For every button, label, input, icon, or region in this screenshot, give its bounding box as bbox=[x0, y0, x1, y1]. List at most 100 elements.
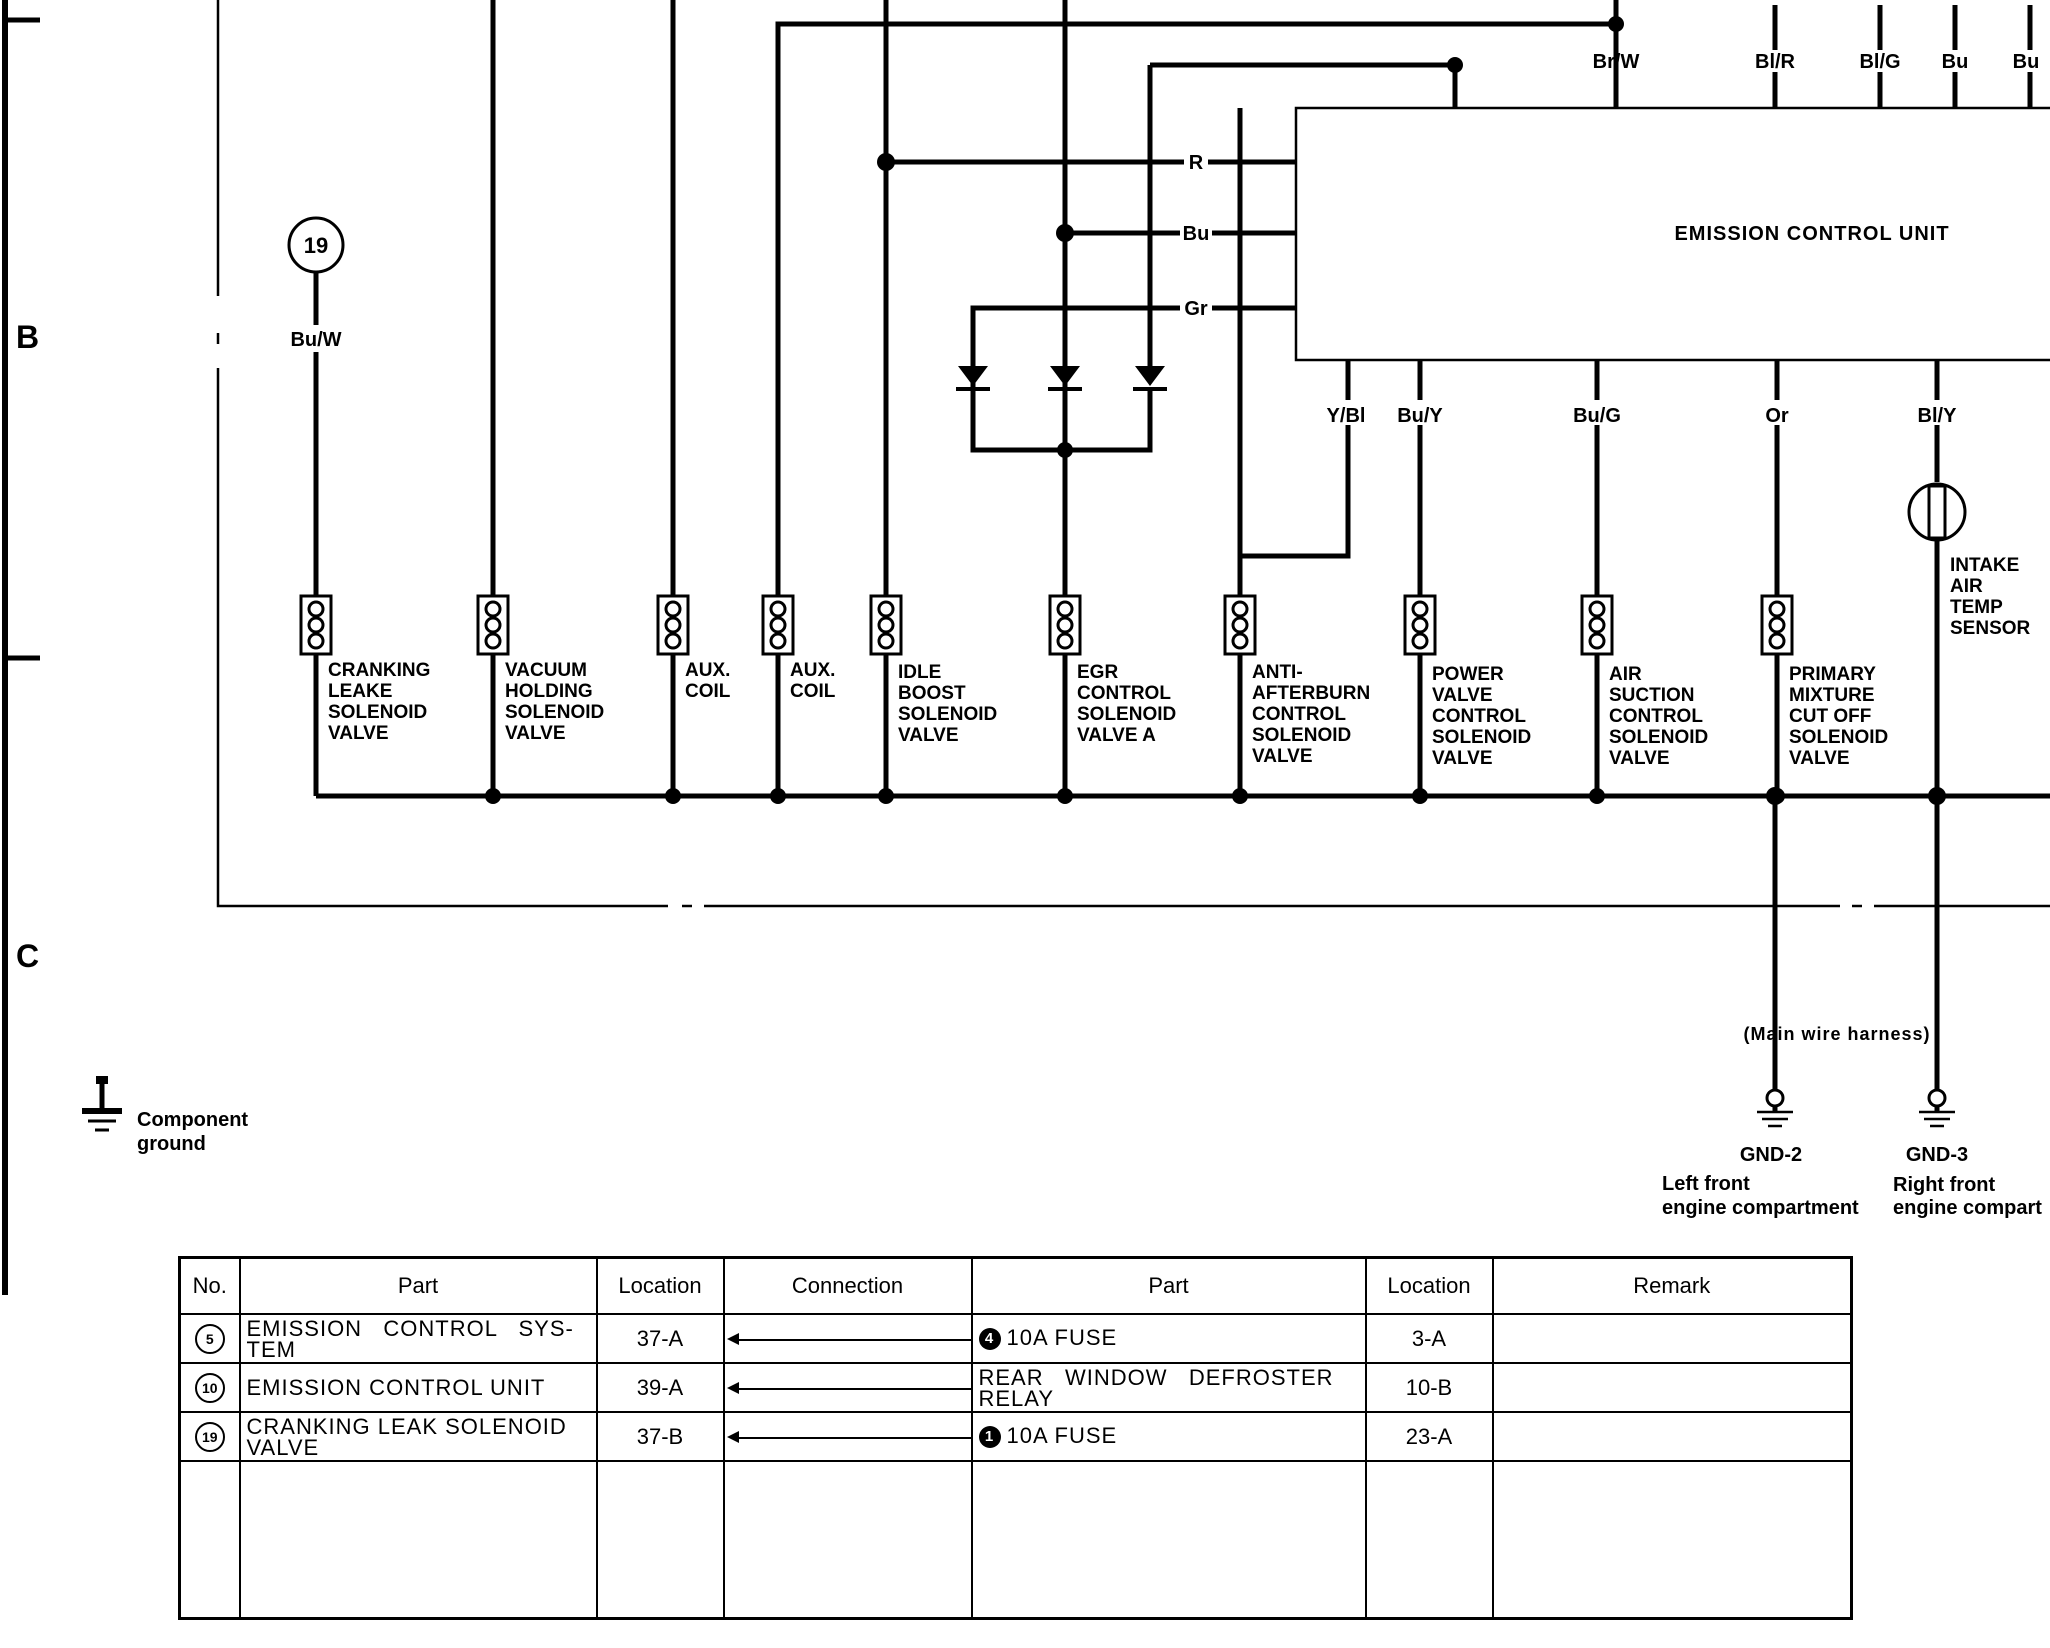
ecu-left-wire-label-r: R bbox=[1189, 152, 1204, 174]
harness-note: (Main wire harness) bbox=[1743, 1024, 1930, 1044]
component-label-line: SOLENOID bbox=[898, 704, 997, 725]
component-label-line: EGR bbox=[1077, 662, 1118, 683]
component-label-line: LEAKE bbox=[328, 681, 392, 702]
component-ground-legend: Component ground bbox=[82, 1076, 248, 1155]
row-number-badge: 5 bbox=[194, 1323, 225, 1354]
row-number-badge: 10 bbox=[194, 1372, 225, 1403]
power-wires: R Bu Gr bbox=[775, 16, 1624, 606]
header-location: Location bbox=[595, 1256, 725, 1315]
row-number-badge: 19 bbox=[194, 1421, 225, 1452]
remark-cell bbox=[1491, 1362, 1853, 1413]
ecu-bottom-wire-label-4: Bl/Y bbox=[1918, 405, 1958, 427]
zone-ruler: B C bbox=[2, 0, 40, 1295]
part-name-line-1: EMISSION CONTROL UNIT bbox=[246, 1375, 546, 1400]
part-name-line-2: TEM bbox=[246, 1336, 296, 1362]
solenoid-coil-3: AUX.COIL bbox=[761, 590, 836, 804]
intake-air-temp-sensor: INTAKE AIR TEMP SENSOR bbox=[1907, 482, 2031, 639]
component-label-line: CONTROL bbox=[1432, 706, 1526, 727]
sensor-label-line-4: SENSOR bbox=[1950, 618, 2031, 639]
component-label-line: VALVE bbox=[1432, 685, 1493, 706]
component-label-line: AUX. bbox=[790, 660, 835, 681]
component-label-line: CRANKING bbox=[328, 660, 430, 681]
sensor-label-line-3: TEMP bbox=[1950, 597, 2003, 618]
components-layer: CRANKINGLEAKESOLENOIDVALVEVACUUMHOLDINGS… bbox=[299, 590, 1888, 804]
connected-part-name: 10A FUSE bbox=[1006, 1422, 1118, 1448]
component-label-line: MIXTURE bbox=[1789, 685, 1875, 706]
diode-block bbox=[956, 65, 1167, 458]
component-label-line: CONTROL bbox=[1609, 706, 1703, 727]
component-label-line: COIL bbox=[790, 681, 836, 702]
connection-arrow bbox=[722, 1362, 973, 1413]
location-cell-2: 3-A bbox=[1364, 1313, 1494, 1364]
ecu-label: EMISSION CONTROL UNIT bbox=[1674, 223, 1949, 245]
coil-icon bbox=[1223, 594, 1257, 656]
component-label-line: SOLENOID bbox=[328, 702, 427, 723]
ecu-bottom-wire-label-2: Bu/G bbox=[1573, 405, 1621, 427]
component-label-line: POWER bbox=[1432, 664, 1504, 685]
coil-icon bbox=[656, 594, 690, 656]
header-remark: Remark bbox=[1491, 1256, 1853, 1315]
component-label-line: COIL bbox=[685, 681, 731, 702]
ground-connections: (Main wire harness) GND-2 Left front eng… bbox=[1662, 787, 2042, 1219]
component-label-line: VALVE A bbox=[1077, 725, 1156, 746]
part-name-line-2: VALVE bbox=[246, 1434, 320, 1460]
gnd-2-line-2: engine compartment bbox=[1662, 1197, 1859, 1219]
component-label-line: VALVE bbox=[1252, 746, 1313, 767]
legend-line-1: Component bbox=[137, 1109, 248, 1131]
component-label-line: SOLENOID bbox=[1252, 725, 1351, 746]
connector-19: 19 Bu/W bbox=[287, 216, 345, 598]
coil-icon bbox=[1580, 594, 1614, 656]
connector-19-wire-label: Bu/W bbox=[290, 329, 341, 351]
connector-19-number: 19 bbox=[304, 233, 328, 258]
coil-icon bbox=[1403, 594, 1437, 656]
gnd-3-line-1: Right front bbox=[1893, 1174, 1996, 1196]
zone-label-c: C bbox=[16, 938, 39, 974]
ecu-bottom-wire-label-3: Or bbox=[1765, 405, 1789, 427]
component-label-line: PRIMARY bbox=[1789, 664, 1876, 685]
component-label-line: HOLDING bbox=[505, 681, 593, 702]
header-connection: Connection bbox=[722, 1256, 973, 1315]
component-label-line: SOLENOID bbox=[1609, 727, 1708, 748]
component-label-line: SOLENOID bbox=[1789, 727, 1888, 748]
table-header-row: No. Part Location Connection Part Locati… bbox=[178, 1256, 1853, 1315]
zone-label-b: B bbox=[16, 319, 39, 355]
ecu-bottom-wires: Y/Bl Bu/Y Bu/G Or Bl/Y bbox=[1237, 108, 1958, 1100]
harness-boundary bbox=[216, 0, 2050, 908]
component-label-line: CONTROL bbox=[1252, 704, 1346, 725]
solenoid-coil-2: AUX.COIL bbox=[656, 590, 731, 804]
fuse-number-badge: 1 bbox=[978, 1426, 1001, 1449]
remark-cell bbox=[1491, 1411, 1853, 1462]
ecu-top-wire-label-2: Bl/G bbox=[1859, 51, 1900, 73]
component-label-line: BOOST bbox=[898, 683, 966, 704]
component-label-line: AFTERBURN bbox=[1252, 683, 1370, 704]
header-no: No. bbox=[178, 1256, 241, 1315]
ecu-top-wire-label-3: Bu bbox=[1942, 51, 1969, 73]
component-label-line: VACUUM bbox=[505, 660, 587, 681]
ecu-left-wire-label-bu: Bu bbox=[1183, 223, 1210, 245]
header-location-2: Location bbox=[1364, 1256, 1494, 1315]
connected-part-name: 10A FUSE bbox=[1006, 1324, 1118, 1350]
component-label-line: VALVE bbox=[898, 725, 959, 746]
component-label-line: SOLENOID bbox=[1432, 727, 1531, 748]
sensor-label-line-1: INTAKE bbox=[1950, 555, 2019, 576]
diode-icon bbox=[958, 366, 988, 386]
ecu-top-wires: Br/W Bl/R Bl/G Bu Bu bbox=[1593, 0, 2039, 108]
component-label-line: CONTROL bbox=[1077, 683, 1171, 704]
fuse-number-badge: 4 bbox=[978, 1328, 1001, 1351]
emission-control-unit: EMISSION CONTROL UNIT bbox=[1294, 106, 2050, 362]
gnd-3-line-2: engine compart bbox=[1893, 1197, 2042, 1219]
coil-icon bbox=[761, 594, 795, 656]
header-part: Part bbox=[238, 1256, 598, 1315]
gnd-2-line-1: Left front bbox=[1662, 1173, 1750, 1195]
component-supply-wires bbox=[490, 0, 1243, 600]
sensor-label-line-2: AIR bbox=[1950, 576, 1983, 597]
coil-icon bbox=[1760, 594, 1794, 656]
legend-line-2: ground bbox=[137, 1133, 206, 1155]
